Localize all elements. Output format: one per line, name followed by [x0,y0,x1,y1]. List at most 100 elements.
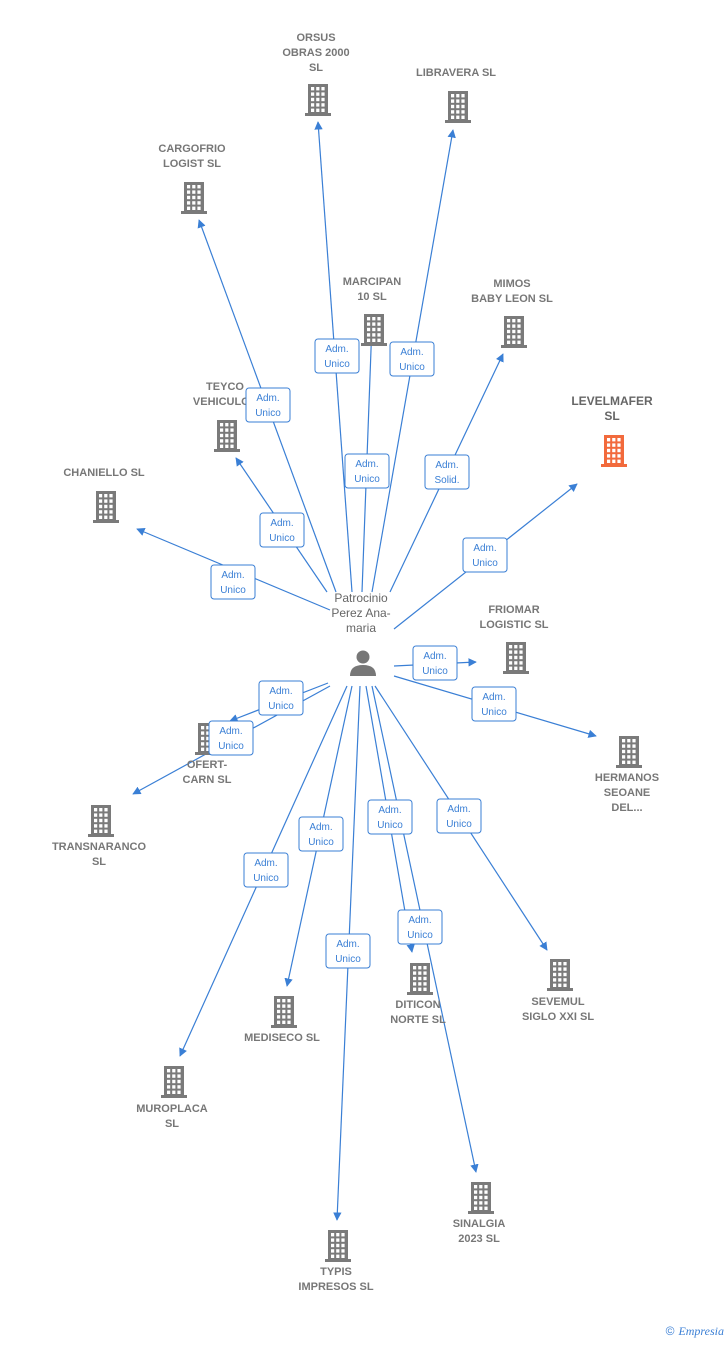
edge-label-line: Adm. [325,344,348,355]
brand-name: Empresia [678,1324,724,1338]
company-node-chaniello[interactable]: CHANIELLO SL [63,467,145,523]
edge-label-hermanos[interactable]: Adm. Unico [471,686,517,722]
edge-label-mimos[interactable]: Adm.Solid. [424,454,470,490]
company-label: NORTE SL [390,1014,446,1026]
company-label: MARCIPAN [343,276,402,288]
copyright-icon: © [665,1324,675,1338]
edge-label-box [436,798,482,834]
building-icon [616,736,642,768]
company-node-mediseco[interactable]: MEDISECO SL [244,996,320,1044]
edge-label-line: Adm. [400,347,423,358]
company-label: SL [309,62,323,74]
edge-label-line: Adm. [256,393,279,404]
company-label: 2023 SL [458,1233,500,1245]
edge-label-sinalgia[interactable]: Adm.Unico [397,909,443,945]
edge-label-line: Unico [472,558,498,569]
company-node-diticon[interactable]: DITICON NORTE SL [390,963,446,1026]
edge-label-line: Unico [481,707,507,718]
edge-label-cargofrio[interactable]: Adm. Unico [245,387,291,423]
edge-label-line: Unico [446,819,472,830]
edge-label-friomar[interactable]: Adm.Unico [412,645,458,681]
edge-label-diticon[interactable]: Adm.Unico [367,799,413,835]
edge-label-teyco[interactable]: Adm. Unico [259,512,305,548]
company-label: SL [165,1118,179,1130]
edge-label-box [210,564,256,600]
brand-footer[interactable]: ©Empresia [666,1324,724,1339]
edge-label-line: Unico [268,701,294,712]
edge-label-mediseco[interactable]: Adm.Unico [298,816,344,852]
building-icon [468,1182,494,1214]
company-label: TRANSNARANCO [52,841,147,853]
building-icon [361,314,387,346]
edge-label-box [298,816,344,852]
edge-label-levelmafer[interactable]: Adm.Unico [462,537,508,573]
company-label: HERMANOS [595,772,659,784]
edge-label-line: Unico [335,954,361,965]
company-label: SL [604,409,619,423]
edge-label-box [424,454,470,490]
edge-label-line: Adm. [447,804,470,815]
edge-label-transnaranco[interactable]: Adm.Unico [208,720,254,756]
company-label: TEYCO [206,381,244,393]
building-icon [445,91,471,123]
company-label: SIGLO XXI SL [522,1011,594,1023]
company-label: LIBRAVERA SL [416,67,496,79]
company-node-hermanos[interactable]: HERMANOSSEOANEDEL... [595,736,659,814]
edge-label-muroplaca[interactable]: Adm.Unico [243,852,289,888]
company-label: BABY LEON SL [471,293,553,305]
edge-label-box [245,387,291,423]
edge-label-line: Unico [354,474,380,485]
edge-label-libravera[interactable]: Adm. Unico [389,341,435,377]
company-label: LOGISTIC SL [479,619,548,631]
edge-label-line: Solid. [434,475,459,486]
edge-labels-layer: Adm.UnicoAdm.UnicoAdm.UnicoAdm.UnicoAdm.… [208,338,517,969]
edge-label-box [389,341,435,377]
edge-label-line: Adm. [482,692,505,703]
edge-label-line: Adm. [254,858,277,869]
building-icon [305,84,331,116]
edge-label-line: Unico [269,533,295,544]
building-icon [161,1066,187,1098]
edge-label-line: Unico [324,359,350,370]
edge-label-line: Adm. [219,726,242,737]
edge-label-chaniello[interactable]: Adm.Unico [210,564,256,600]
company-node-marcipan[interactable]: MARCIPAN 10 SL [343,276,402,346]
edge-label-orsus[interactable]: Adm. Unico [314,338,360,374]
person-name: maria [346,621,376,635]
building-icon [601,435,627,467]
company-label: DITICON [395,999,440,1011]
edge-label-line: Unico [399,362,425,373]
edge-label-sevemul[interactable]: Adm. Unico [436,798,482,834]
company-node-libravera[interactable]: LIBRAVERA SL [416,67,496,123]
company-label: IMPRESOS SL [298,1281,373,1293]
edge-label-box [259,512,305,548]
edge-label-line: Adm. [270,518,293,529]
person-name: Patrocinio [334,591,388,605]
building-icon [88,805,114,837]
company-label: CARGOFRIO [158,143,226,155]
company-label: ORSUS [296,32,335,44]
person-name: Perez Ana- [331,606,390,620]
edge-label-typis[interactable]: Adm.Unico [325,933,371,969]
edge-label-box [344,453,390,489]
building-icon [407,963,433,995]
edge-label-line: Unico [255,408,281,419]
company-label: OFERT- [187,759,228,771]
edge-label-ofert[interactable]: Adm.Unico [258,680,304,716]
edge-label-marcipan[interactable]: Adm.Unico [344,453,390,489]
company-label: 10 SL [357,291,387,303]
